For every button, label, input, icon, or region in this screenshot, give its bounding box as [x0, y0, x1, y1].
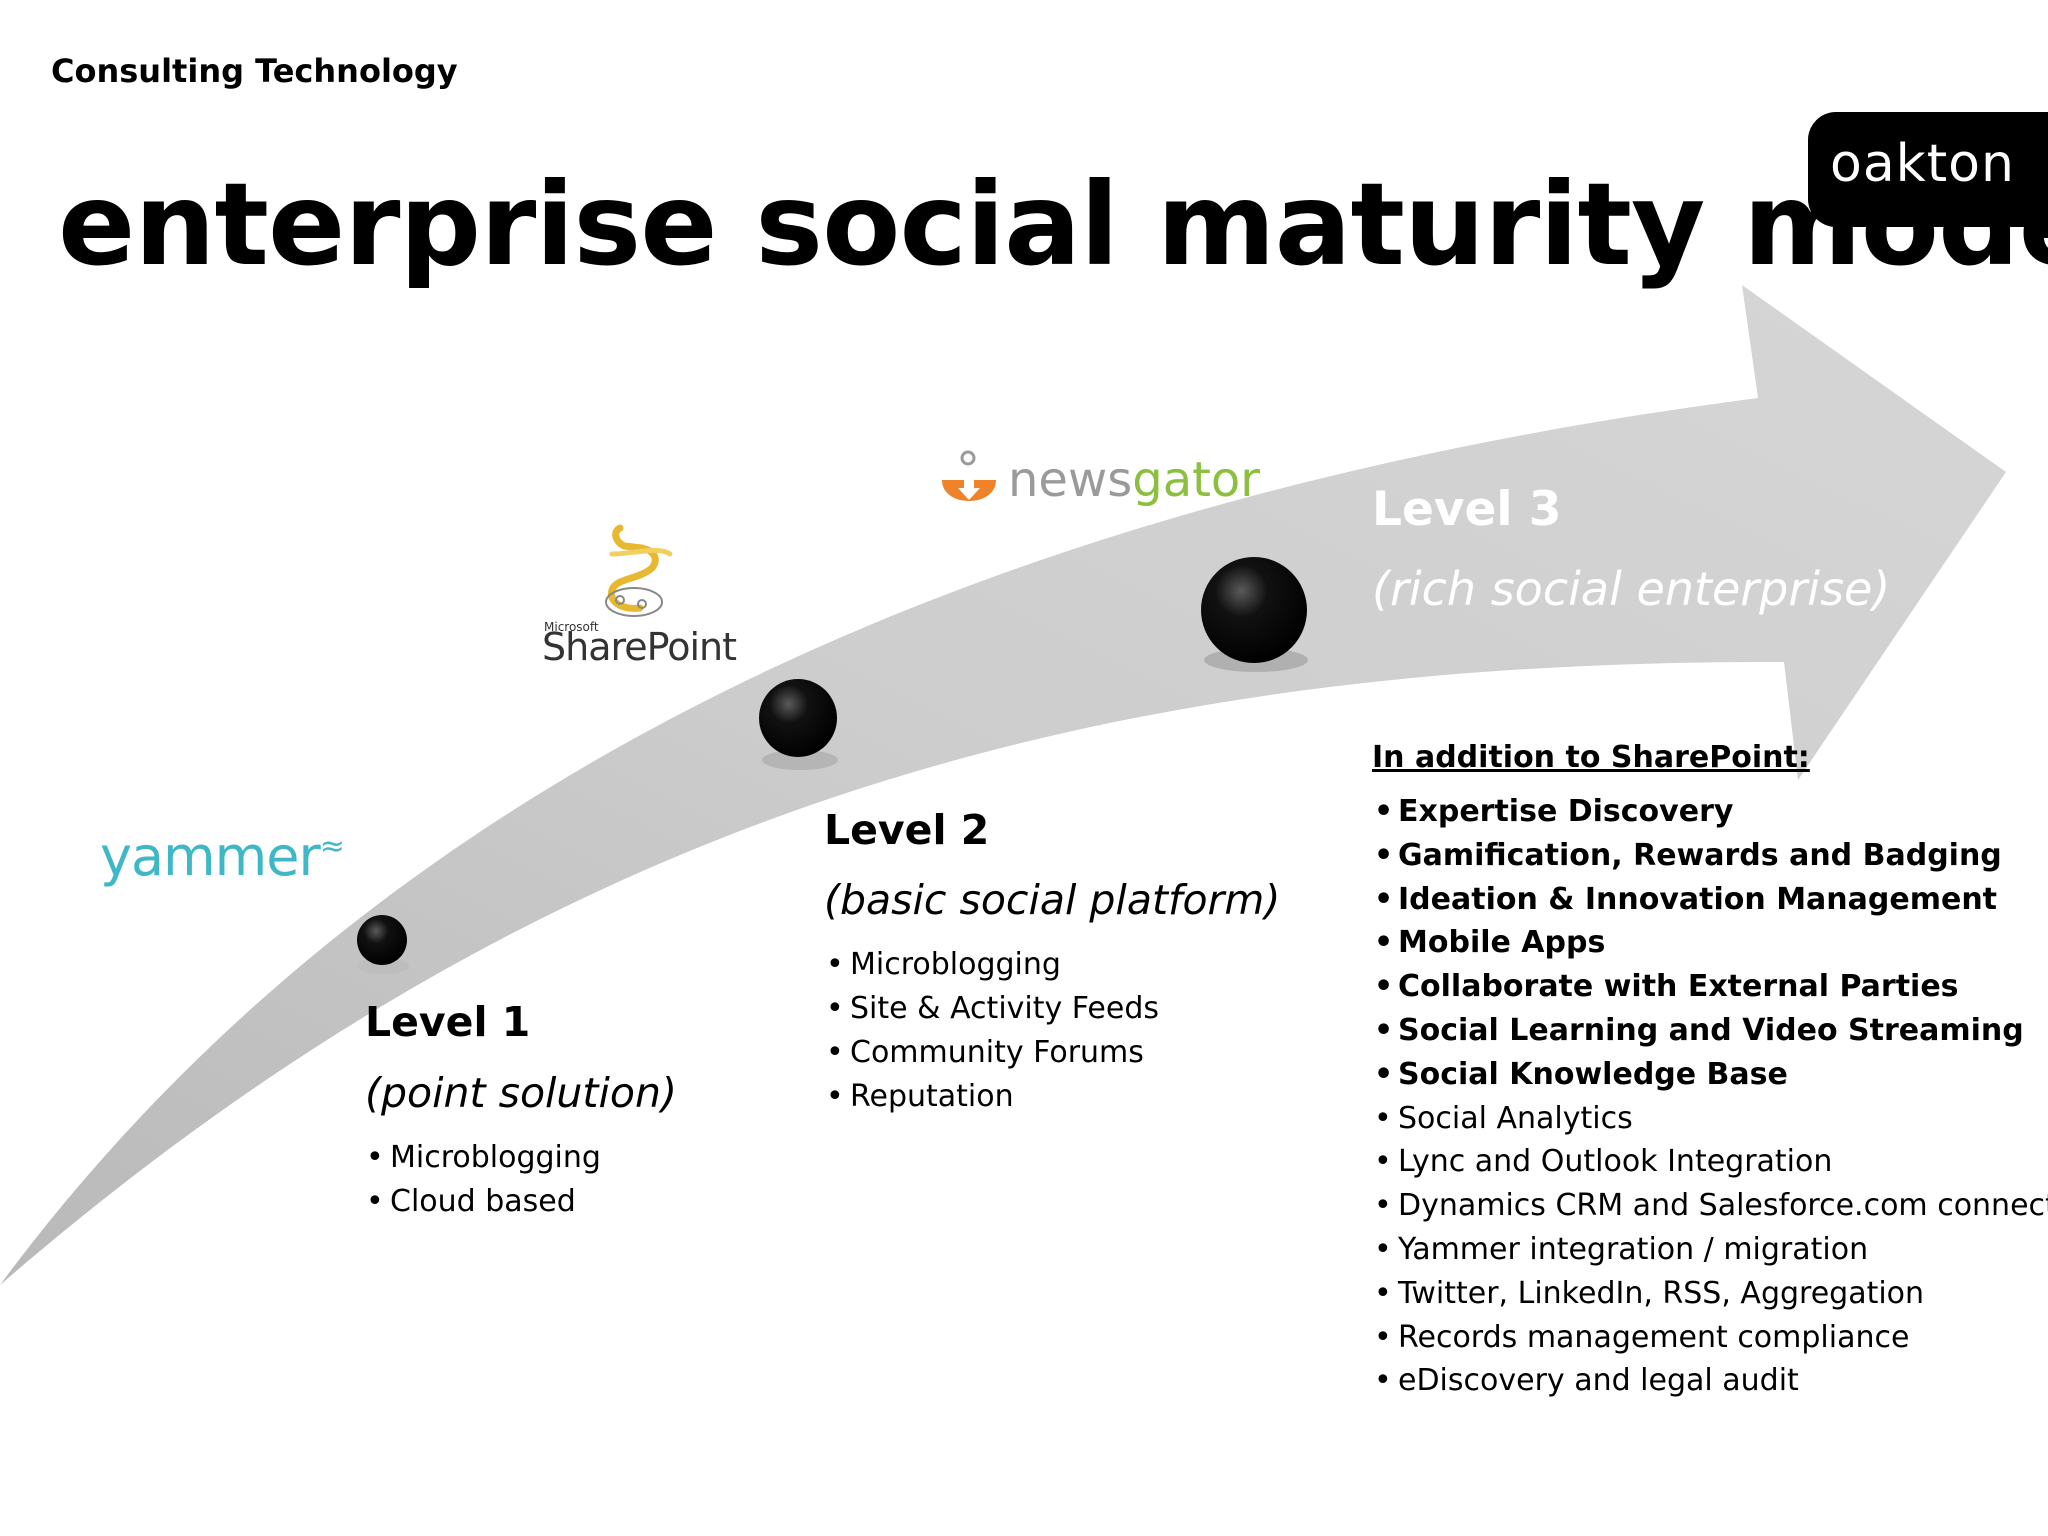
newsgator-icon [942, 450, 996, 501]
list-item: Lync and Outlook Integration [1374, 1140, 2048, 1184]
newsgator-gator-text: gator [1132, 452, 1261, 508]
yammer-logo: yammer≈ [100, 825, 345, 888]
yammer-wordmark: yammer [100, 825, 321, 888]
sharepoint-icon [605, 524, 673, 617]
list-item: Ideation & Innovation Management [1374, 878, 2048, 922]
arrow-body [0, 285, 2006, 1285]
level3-subtitle: (rich social enterprise) [1372, 562, 1891, 616]
level1-dot [357, 915, 409, 974]
list-item: Yammer integration / migration [1374, 1228, 2048, 1272]
list-item: Site & Activity Feeds [826, 987, 1159, 1031]
list-item: eDiscovery and legal audit [1374, 1359, 2048, 1403]
newsgator-wordmark: newsgator [1008, 452, 1260, 508]
yammer-signal-icon: ≈ [319, 829, 345, 864]
list-item: Microblogging [366, 1136, 601, 1180]
level2-subtitle: (basic social platform) [824, 876, 1281, 924]
list-item: Mobile Apps [1374, 921, 2048, 965]
level1-title: Level 1 [365, 998, 531, 1046]
newsgator-news-text: news [1008, 452, 1133, 508]
level1-subtitle: (point solution) [365, 1069, 677, 1117]
level3-heading: In addition to SharePoint: [1372, 740, 1810, 775]
list-item: Dynamics CRM and Salesforce.com connecto… [1374, 1184, 2048, 1228]
list-item: Expertise Discovery [1374, 790, 2048, 834]
oakton-logo: oakton [1808, 112, 2048, 227]
level3-dot [1201, 557, 1308, 672]
list-item: Reputation [826, 1075, 1159, 1119]
list-item: Social Knowledge Base [1374, 1053, 2048, 1097]
level1-feature-list: Microblogging Cloud based [366, 1136, 601, 1224]
sharepoint-logo: Microsoft SharePoint [542, 524, 737, 669]
level2-dot [759, 679, 838, 770]
level3-feature-list: Expertise Discovery Gamification, Reward… [1374, 790, 2048, 1403]
list-item: Community Forums [826, 1031, 1159, 1075]
list-item: Collaborate with External Parties [1374, 965, 2048, 1009]
list-item: Social Learning and Video Streaming [1374, 1009, 2048, 1053]
newsgator-logo: newsgator [938, 450, 1260, 520]
page-title: enterprise social maturity model [58, 158, 2048, 291]
list-item: Microblogging [826, 943, 1159, 987]
sharepoint-microsoft-text: Microsoft [544, 620, 599, 634]
list-item: Cloud based [366, 1180, 601, 1224]
sharepoint-wordmark: SharePoint [542, 625, 737, 669]
brand-name: oakton [1830, 134, 2015, 194]
list-item: Social Analytics [1374, 1097, 2048, 1141]
header-label: Consulting Technology [51, 52, 458, 90]
list-item: Gamification, Rewards and Badging [1374, 834, 2048, 878]
list-item: Twitter, LinkedIn, RSS, Aggregation [1374, 1272, 2048, 1316]
level3-title: Level 3 [1372, 482, 1562, 537]
level2-title: Level 2 [824, 806, 990, 854]
list-item: Records management compliance [1374, 1316, 2048, 1360]
level2-feature-list: Microblogging Site & Activity Feeds Comm… [826, 943, 1159, 1119]
